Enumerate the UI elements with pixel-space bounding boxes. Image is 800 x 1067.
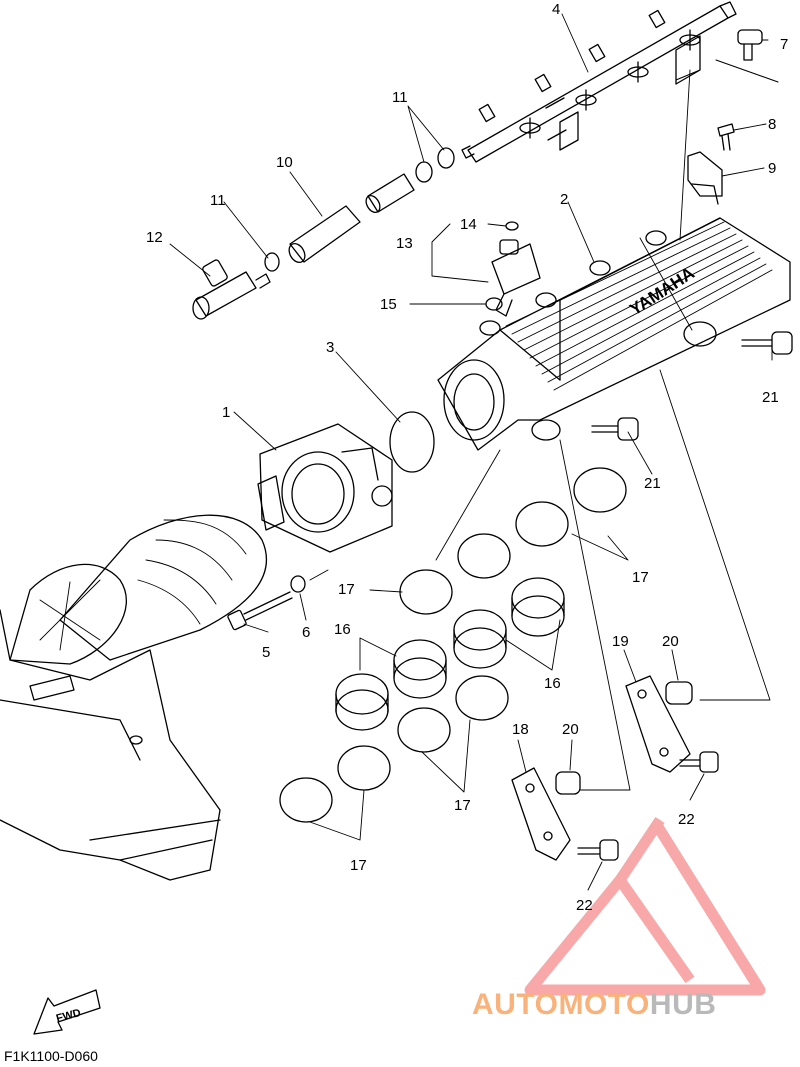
label-9: 9 xyxy=(768,160,777,177)
label-19: 19 xyxy=(612,633,629,650)
clamp-17h xyxy=(455,675,509,721)
joint-16d xyxy=(511,577,565,637)
clamp-17f xyxy=(337,745,391,791)
label-17d: 17 xyxy=(350,857,367,874)
washer-6 xyxy=(290,575,306,593)
label-18: 18 xyxy=(512,721,529,738)
label-22a: 22 xyxy=(678,811,695,828)
label-2: 2 xyxy=(560,191,569,208)
bolt-22b xyxy=(577,839,619,861)
bracket-19 xyxy=(625,675,691,773)
label-10: 10 xyxy=(276,154,293,171)
joint-16b xyxy=(393,639,447,699)
label-17a: 17 xyxy=(632,569,649,586)
watermark-text: AUTOMOTOHUB xyxy=(472,988,716,1022)
bolt-22a xyxy=(679,751,719,773)
clamp-17d xyxy=(573,467,627,513)
watermark-part1: AUTOMOTO xyxy=(472,988,650,1021)
label-15: 15 xyxy=(380,296,397,313)
watermark-part2: HUB xyxy=(649,988,717,1021)
label-13: 13 xyxy=(396,235,413,252)
label-17c: 17 xyxy=(454,797,471,814)
clamp-17c xyxy=(515,501,569,547)
label-16a: 16 xyxy=(334,621,351,638)
air-box xyxy=(0,609,221,881)
air-duct xyxy=(9,514,268,665)
o-ring-14 xyxy=(505,221,519,231)
bolt-5 xyxy=(227,591,293,631)
label-20b: 20 xyxy=(562,721,579,738)
bolt-21b xyxy=(591,417,639,441)
yamaha-logo: YAMAHA xyxy=(626,263,698,319)
bracket-18 xyxy=(511,767,571,861)
bolt-21a xyxy=(741,331,793,355)
diagram-code: F1K1100-D060 xyxy=(4,1048,98,1064)
label-17b: 17 xyxy=(338,581,355,598)
sensor-9 xyxy=(687,151,723,205)
label-21b: 21 xyxy=(644,475,661,492)
label-3: 3 xyxy=(326,339,335,356)
bolt-7 xyxy=(737,29,763,61)
joint-16a xyxy=(335,673,389,731)
bolt-8 xyxy=(717,123,735,151)
label-20a: 20 xyxy=(662,633,679,650)
fwd-arrow xyxy=(33,989,101,1035)
fitting-12 xyxy=(192,259,271,320)
label-5: 5 xyxy=(262,644,271,661)
label-11a: 11 xyxy=(392,89,408,106)
label-7: 7 xyxy=(780,36,789,53)
damper-20b xyxy=(555,771,581,795)
clamp-11c xyxy=(264,252,280,272)
watermark-logo xyxy=(524,816,766,996)
label-4: 4 xyxy=(552,1,561,18)
label-11b: 11 xyxy=(210,192,226,209)
label-22b: 22 xyxy=(576,897,593,914)
label-8: 8 xyxy=(768,116,777,133)
label-21a: 21 xyxy=(762,389,779,406)
o-ring-3 xyxy=(389,411,435,473)
label-6: 6 xyxy=(302,624,311,641)
label-14: 14 xyxy=(460,216,477,233)
clamp-11a xyxy=(415,161,433,183)
leader-lines xyxy=(169,13,773,891)
joint-16c xyxy=(453,609,507,669)
injector-13 xyxy=(491,239,541,317)
clamp-17a xyxy=(399,569,453,615)
clamp-17b xyxy=(457,533,511,579)
label-16b: 16 xyxy=(544,675,561,692)
throttle-body xyxy=(257,423,393,553)
clamp-17g xyxy=(397,707,451,753)
label-12: 12 xyxy=(146,229,163,246)
damper-20a xyxy=(665,681,693,705)
clamp-17e xyxy=(279,777,333,823)
label-1: 1 xyxy=(222,404,231,421)
fuel-rail xyxy=(461,1,737,163)
fuel-hose-10 xyxy=(288,173,415,263)
clamp-11b xyxy=(437,147,455,169)
intake-manifold xyxy=(437,217,791,451)
